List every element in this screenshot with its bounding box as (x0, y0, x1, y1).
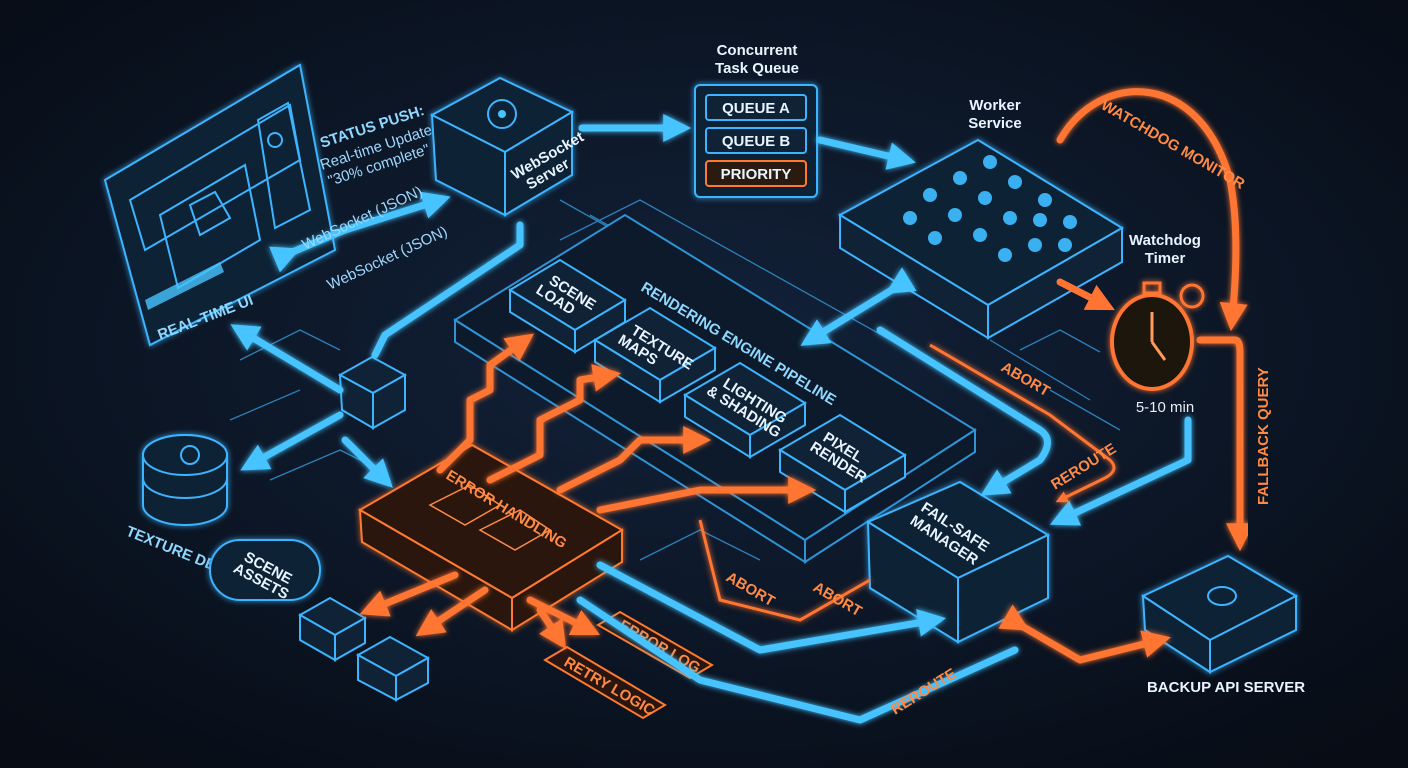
document-box (297, 596, 368, 662)
watchdog-monitor-arrow (1056, 88, 1248, 332)
svg-text:QUEUE A: QUEUE A (722, 100, 790, 117)
gear-icon (1179, 283, 1205, 309)
backup-api-label: BACKUP API SERVER (1147, 679, 1305, 696)
gear-icon (1207, 586, 1237, 606)
texture-db[interactable] (142, 434, 228, 526)
queue-item[interactable]: QUEUE A (705, 94, 807, 121)
svg-text:Task Queue: Task Queue (715, 60, 799, 77)
worker-to-timer-arrow (1056, 278, 1115, 311)
logic-gates-icon (428, 484, 552, 551)
scene-assets[interactable]: SCENEASSETS (209, 539, 321, 603)
svg-text:PRIORITY: PRIORITY (721, 166, 792, 183)
svg-text:Service: Service (968, 115, 1021, 132)
sync-icon (487, 99, 517, 129)
queue-item[interactable]: PRIORITY (705, 160, 807, 187)
hub-node (337, 355, 408, 430)
timer-duration: 5-10 min (1136, 399, 1194, 416)
document-box (355, 635, 431, 702)
stopwatch-icon (1110, 281, 1205, 391)
queue-item[interactable]: QUEUE B (705, 127, 807, 154)
orange-flow-arrows (359, 333, 1171, 664)
fallback-query-label: FALLBACK QUERY (1255, 367, 1272, 505)
progress-bar (145, 262, 224, 310)
svg-text:Worker: Worker (969, 97, 1021, 114)
fallback-query-arrow (1196, 336, 1254, 552)
watchdog-timer-label: Watchdog (1129, 232, 1201, 249)
svg-text:Concurrent: Concurrent (717, 42, 798, 59)
task-queue: Concurrent Task Queue QUEUE A QUEUE B PR… (694, 42, 818, 198)
gear-icon (180, 445, 200, 465)
cube-preview-icon (188, 190, 232, 237)
worker-icons (903, 155, 1077, 262)
svg-text:QUEUE B: QUEUE B (722, 133, 791, 150)
stage-texture-maps[interactable]: TEXTUREMAPS (593, 306, 717, 404)
watchdog-timer-label-2: Timer (1145, 250, 1186, 267)
websocket-server[interactable] (429, 76, 575, 217)
gear-icon (267, 132, 283, 148)
blue-flow-arrows (230, 114, 1192, 724)
